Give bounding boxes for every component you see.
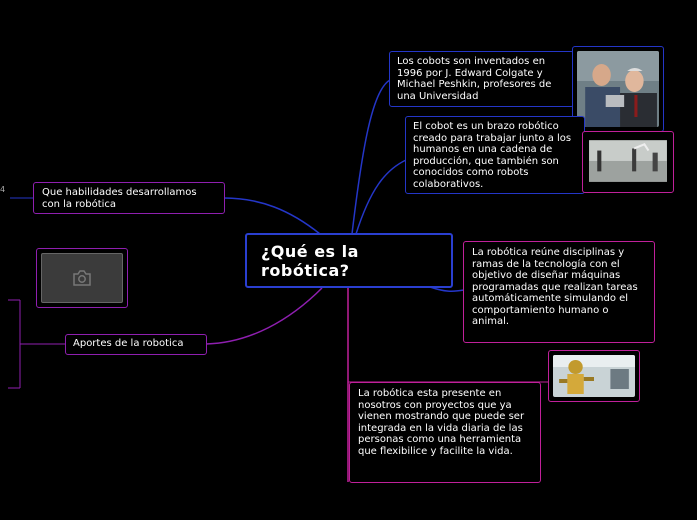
central-topic-title: ¿Qué es la robótica? — [261, 242, 359, 280]
robot-photo — [553, 355, 635, 397]
inventors-photo — [577, 51, 659, 127]
node-cobot-definition-text: El cobot es un brazo robótico creado par… — [413, 121, 572, 190]
image-placeholder[interactable] — [36, 248, 128, 308]
node-cobots-history[interactable]: Los cobots son inventados en 1996 por J.… — [389, 51, 574, 107]
central-topic[interactable]: ¿Qué es la robótica? — [245, 233, 453, 288]
node-presence-text: La robótica esta presente en nosotros co… — [358, 388, 525, 457]
node-cobots-history-text: Los cobots son inventados en 1996 por J.… — [397, 56, 552, 102]
image-cobot-arm[interactable] — [582, 131, 674, 193]
node-robotics-definition[interactable]: La robótica reúne disciplinas y ramas de… — [463, 241, 655, 343]
svg-text:4: 4 — [0, 185, 5, 194]
node-presence[interactable]: La robótica esta presente en nosotros co… — [349, 382, 541, 483]
node-contributions-text: Aportes de la robotica — [73, 338, 184, 349]
image-robot[interactable] — [548, 350, 640, 402]
node-skills-text: Que habilidades desarrollamos con la rob… — [42, 187, 197, 210]
camera-icon — [73, 270, 91, 286]
camera-placeholder — [41, 253, 123, 303]
node-robotics-definition-text: La robótica reúne disciplinas y ramas de… — [472, 247, 638, 327]
node-cobot-definition[interactable]: El cobot es un brazo robótico creado par… — [405, 116, 585, 194]
node-contributions[interactable]: Aportes de la robotica — [65, 334, 207, 355]
cobot-arm-photo — [589, 140, 667, 182]
image-cobots-inventors[interactable] — [572, 46, 664, 132]
node-skills[interactable]: Que habilidades desarrollamos con la rob… — [33, 182, 225, 214]
